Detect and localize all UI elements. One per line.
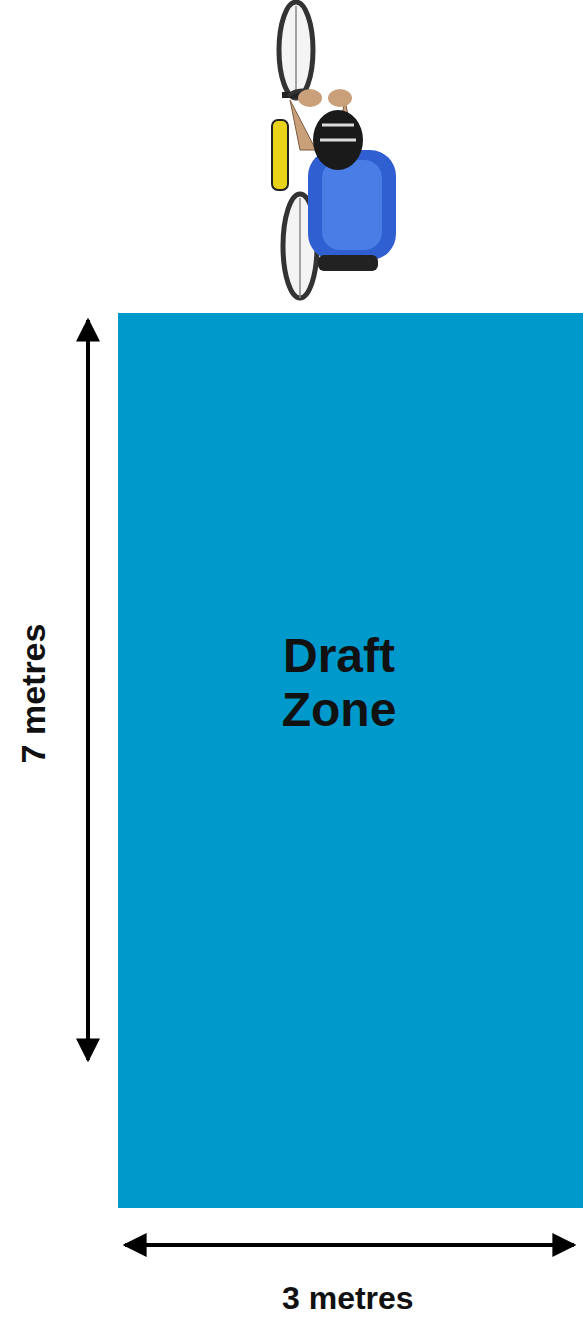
dimension-arrow [86,320,90,1060]
dimension-arrow [125,1243,574,1247]
cyclist-illustration [272,2,396,298]
zone-label: Draft Zone [249,629,429,737]
draft-zone: Draft Zone [118,313,583,1208]
dimension-label: 7 metres [14,624,53,764]
dimension-label: 3 metres [282,1280,414,1317]
